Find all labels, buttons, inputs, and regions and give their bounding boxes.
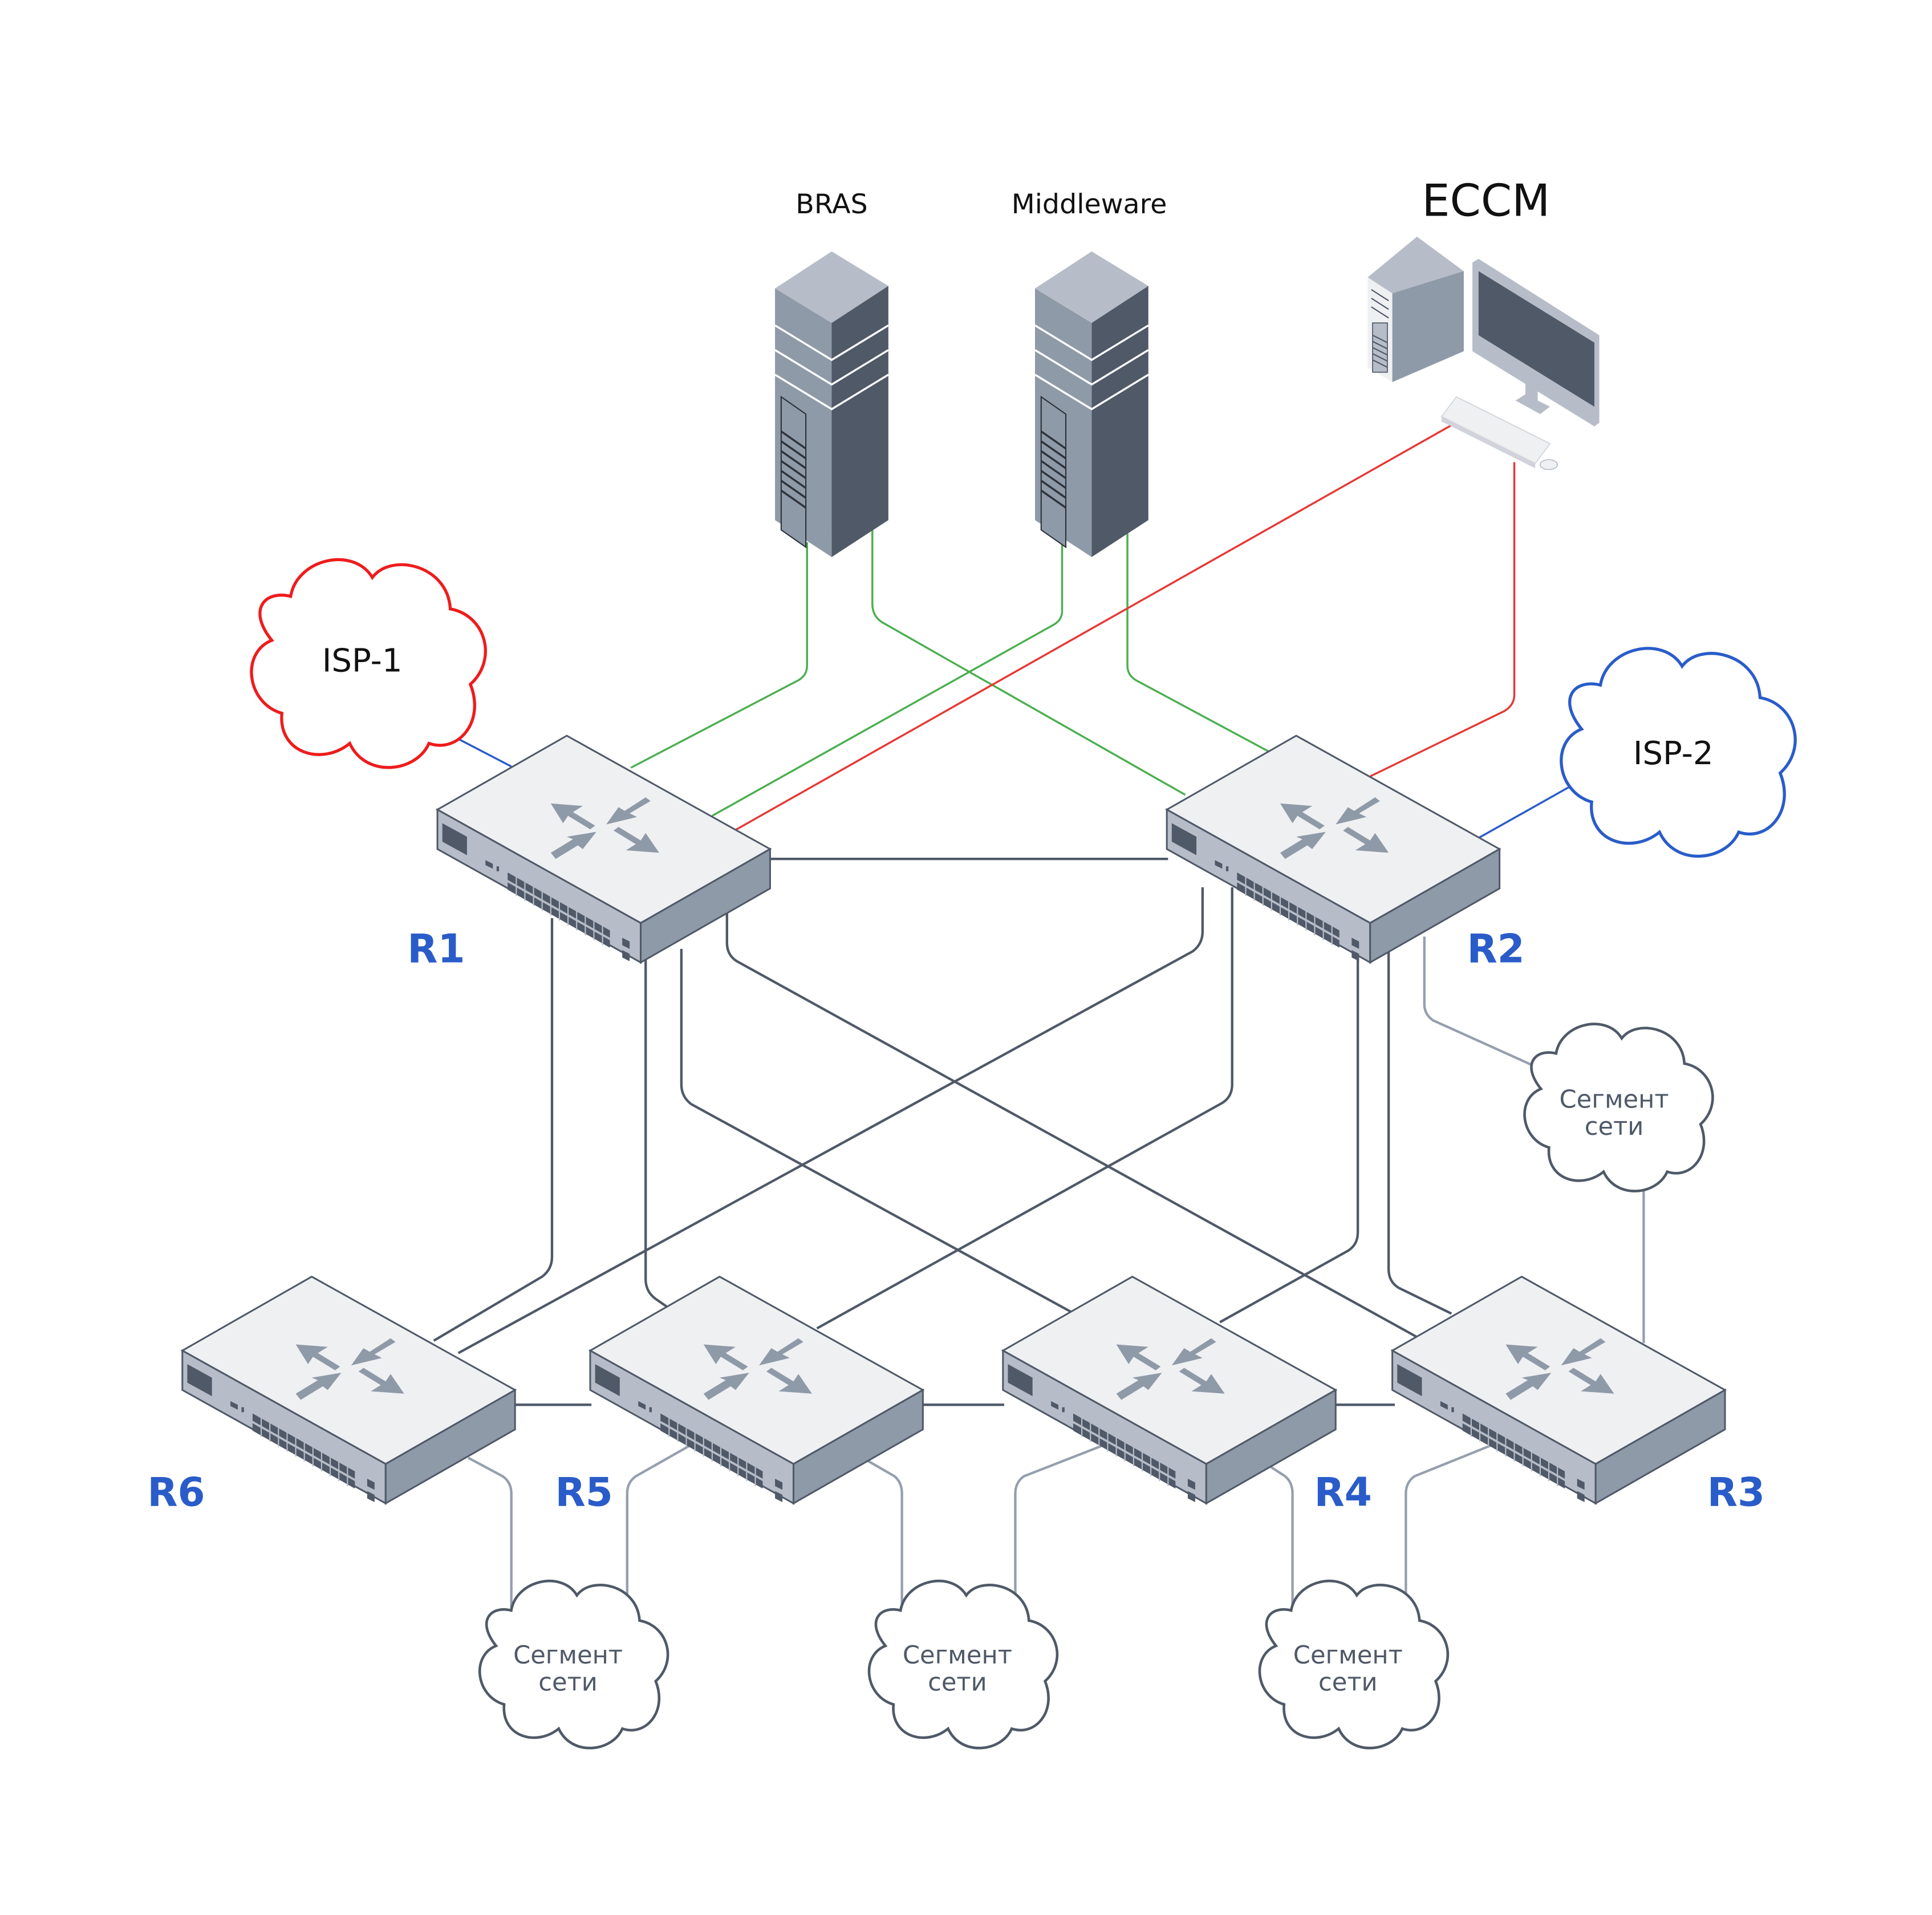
segment-label-line2: сети [538, 1669, 598, 1697]
cloud-segment-r4-r3[interactable]: Сегмент сети [1260, 1581, 1448, 1748]
link-r2-r3 [1387, 948, 1452, 1315]
link-r2-segment [1423, 936, 1535, 1068]
link-r3-segment [1405, 1444, 1492, 1608]
link-r1-r5 [644, 948, 672, 1311]
segment-label-line2: сети [1318, 1669, 1378, 1697]
link-r1-r4 [680, 948, 1073, 1314]
router-icon [436, 735, 771, 964]
workstation-icon [1367, 236, 1600, 470]
cloud-segment-r5-r4[interactable]: Сегмент сети [869, 1581, 1057, 1748]
link-r2-r4 [1219, 948, 1359, 1324]
segment-label-line1: Сегмент [1560, 1086, 1669, 1114]
segment-label-line1: Сегмент [903, 1641, 1012, 1670]
cloud-label: ISP-1 [322, 643, 403, 680]
router-r5[interactable]: R5 [555, 1276, 924, 1516]
cloud-isp1[interactable]: ISP-1 [251, 559, 485, 767]
link-r6-segment [468, 1456, 513, 1608]
link-middleware-r1 [712, 542, 1064, 817]
link-middleware-r2 [1126, 530, 1270, 753]
router-icon [1166, 735, 1501, 964]
router-label: R6 [147, 1470, 205, 1516]
router-label: R3 [1707, 1470, 1765, 1516]
link-r2-r6 [457, 887, 1204, 1354]
router-r3[interactable]: R3 [1391, 1276, 1765, 1516]
server-middleware[interactable]: Middleware [1012, 189, 1167, 558]
cloud-segment-r2[interactable]: Сегмент сети [1525, 1024, 1713, 1191]
link-r1-r3 [725, 912, 1418, 1338]
link-eccm-r1 [733, 424, 1452, 831]
router-label: R2 [1467, 927, 1524, 972]
workstation-eccm[interactable]: ECCM [1367, 175, 1600, 470]
link-eccm-r2 [1369, 462, 1516, 777]
link-r4-segment-right [1256, 1456, 1294, 1608]
links [433, 424, 1645, 1608]
server-tower-icon [1034, 250, 1150, 558]
segment-label-line2: сети [1585, 1113, 1644, 1141]
router-icon [589, 1276, 924, 1504]
link-bras-r1 [630, 542, 808, 769]
segment-label-line1: Сегмент [1293, 1641, 1403, 1670]
segment-label-line1: Сегмент [513, 1641, 623, 1670]
server-label: BRAS [795, 189, 867, 220]
cloud-segment-r6-r5[interactable]: Сегмент сети [480, 1581, 668, 1748]
server-label: Middleware [1012, 189, 1167, 220]
router-r6[interactable]: R6 [147, 1276, 516, 1516]
router-label: R4 [1314, 1470, 1372, 1516]
cloud-label: ISP-2 [1633, 735, 1714, 772]
link-r2-r5 [816, 887, 1233, 1330]
router-r1[interactable]: R1 [407, 735, 771, 972]
link-r1-r6 [433, 918, 554, 1342]
server-bras[interactable]: BRAS [774, 189, 890, 558]
router-label: R1 [407, 927, 465, 972]
router-label: R5 [555, 1470, 613, 1516]
link-r4-segment-left [1014, 1444, 1103, 1608]
cloud-isp2[interactable]: ISP-2 [1561, 648, 1795, 856]
segment-label-line2: сети [928, 1669, 987, 1697]
router-icon [181, 1276, 516, 1504]
link-r5-segment-right [862, 1456, 903, 1608]
workstation-label: ECCM [1422, 175, 1550, 226]
link-isp2-r2 [1478, 781, 1578, 839]
router-icon [1002, 1276, 1337, 1504]
server-tower-icon [774, 250, 890, 558]
router-r2[interactable]: R2 [1166, 735, 1525, 972]
router-r4[interactable]: R4 [1002, 1276, 1372, 1516]
link-r5-segment-left [626, 1444, 691, 1608]
router-icon [1391, 1276, 1726, 1504]
link-bras-r2 [871, 530, 1186, 796]
